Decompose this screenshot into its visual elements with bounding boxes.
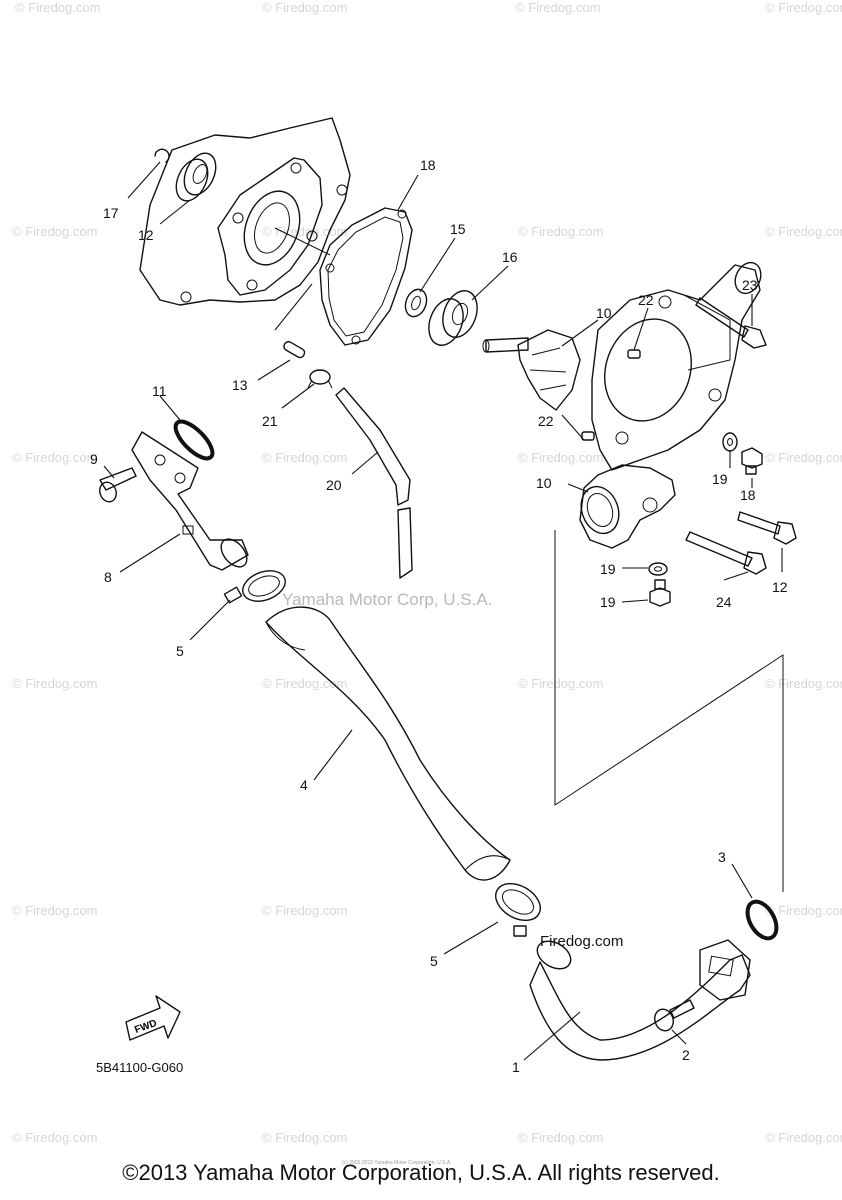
watermark: © Firedog.com <box>262 676 347 691</box>
watermark: © Firedog.com <box>765 1130 842 1145</box>
watermark: © Firedog.com <box>262 224 347 239</box>
pin-22-lower <box>581 431 595 441</box>
callout-18-lower: 19 <box>600 594 616 610</box>
watermark: © Firedog.com <box>765 224 842 239</box>
bolt-18-upper <box>741 447 763 475</box>
watermark: © Firedog.com <box>12 450 97 465</box>
callout-19-upper: 19 <box>712 471 728 487</box>
callout-3: 3 <box>718 849 726 865</box>
callout-17: 18 <box>420 157 436 173</box>
mechanical-seal-15 <box>428 290 478 346</box>
watermark: © Firedog.com <box>262 450 347 465</box>
pin-13 <box>283 340 306 359</box>
bolt-11 <box>737 511 797 545</box>
watermark: © Firedog.com <box>262 0 347 15</box>
watermark: © Firedog.com <box>518 224 603 239</box>
fwd-arrow: FWD <box>125 995 181 1041</box>
watermark: © Firedog.com <box>765 450 842 465</box>
callout-6: 8 <box>104 569 112 585</box>
callout-1: 1 <box>512 1059 520 1075</box>
bolt-24 <box>685 531 767 575</box>
watermark: © Firedog.com <box>765 676 842 691</box>
hose-20 <box>335 387 413 579</box>
clip-21 <box>307 369 333 389</box>
watermark: © Firedog.com <box>765 903 842 918</box>
callout-8: 11 <box>152 383 167 399</box>
hose-clamp-5-lower <box>495 882 541 937</box>
watermark: © Firedog.com <box>518 676 603 691</box>
reference-code: 5B41100-G060 <box>96 1060 183 1075</box>
firedog-mark: Firedog.com <box>540 933 623 950</box>
oil-seal-14 <box>404 288 428 318</box>
watermark: © Firedog.com <box>12 903 97 918</box>
leader-lines <box>103 161 783 1061</box>
tiny-credit: (c) 2005-2015 Yamaha Motor Corporation, … <box>342 1160 452 1166</box>
callout-15: 16 <box>502 249 518 265</box>
callout-5-upper: 5 <box>176 643 184 659</box>
center-watermark: Yamaha Motor Corp, U.S.A. <box>282 590 492 609</box>
washer-19-upper <box>722 432 738 452</box>
water-pipe-1 <box>529 939 751 1061</box>
watermark: © Firedog.com <box>262 903 347 918</box>
pump-cover-10 <box>579 261 762 549</box>
callout-23: 23 <box>742 277 758 293</box>
gasket-17 <box>319 207 413 346</box>
callout-16: 17 <box>103 205 119 221</box>
water-hose-4 <box>265 606 511 881</box>
callout-10: 10 <box>536 475 552 491</box>
o-ring-3 <box>745 899 779 941</box>
callout-18-upper: 18 <box>740 487 756 503</box>
callout-13: 13 <box>232 377 248 393</box>
callouts: 17 12 18 15 16 10 22 22 23 13 21 20 11 9… <box>90 157 788 1075</box>
callout-2: 2 <box>682 1047 690 1063</box>
callout-22-lower: 22 <box>538 413 554 429</box>
callout-12: 12 <box>138 227 154 243</box>
assembly-lines <box>274 283 784 892</box>
impeller-shaft-9 <box>482 329 581 411</box>
copyright: ©2013 Yamaha Motor Corporation, U.S.A. A… <box>122 1160 720 1185</box>
crankcase-cover <box>139 117 351 306</box>
pin-22-upper <box>627 349 641 359</box>
circlip-16 <box>154 148 170 163</box>
callout-4: 4 <box>300 777 308 793</box>
callout-22-upper: 22 <box>638 292 654 308</box>
watermark: © Firedog.com <box>12 676 97 691</box>
watermark: © Firedog.com <box>765 0 842 15</box>
callout-14: 15 <box>450 221 466 237</box>
watermark-grid: © Firedog.com © Firedog.com © Firedog.co… <box>12 0 842 1145</box>
hose-clamp-5-upper <box>223 570 286 604</box>
watermark: © Firedog.com <box>518 450 603 465</box>
bolt-2 <box>654 999 695 1032</box>
bolt-18-lower <box>649 579 671 607</box>
watermark: © Firedog.com <box>12 1130 97 1145</box>
bolt-7 <box>99 467 137 503</box>
bolt-23 <box>695 297 767 349</box>
pipe-joint-6 <box>131 431 249 571</box>
watermark: © Firedog.com <box>262 1130 347 1145</box>
watermark: © Firedog.com <box>518 1130 603 1145</box>
callout-5-lower: 5 <box>430 953 438 969</box>
o-ring-8 <box>173 419 215 461</box>
callout-21: 21 <box>262 413 278 429</box>
callout-9: 10 <box>596 305 612 321</box>
callout-7: 9 <box>90 451 98 467</box>
watermark: © Firedog.com <box>515 0 600 15</box>
washer-19-lower <box>648 562 668 576</box>
callout-19-lower: 19 <box>600 561 616 577</box>
callout-20: 20 <box>326 477 342 493</box>
watermark: © Firedog.com <box>12 224 97 239</box>
callout-24: 24 <box>716 594 732 610</box>
watermark: © Firedog.com <box>15 0 100 15</box>
bearing-12 <box>175 152 217 202</box>
callout-11: 12 <box>772 579 788 595</box>
